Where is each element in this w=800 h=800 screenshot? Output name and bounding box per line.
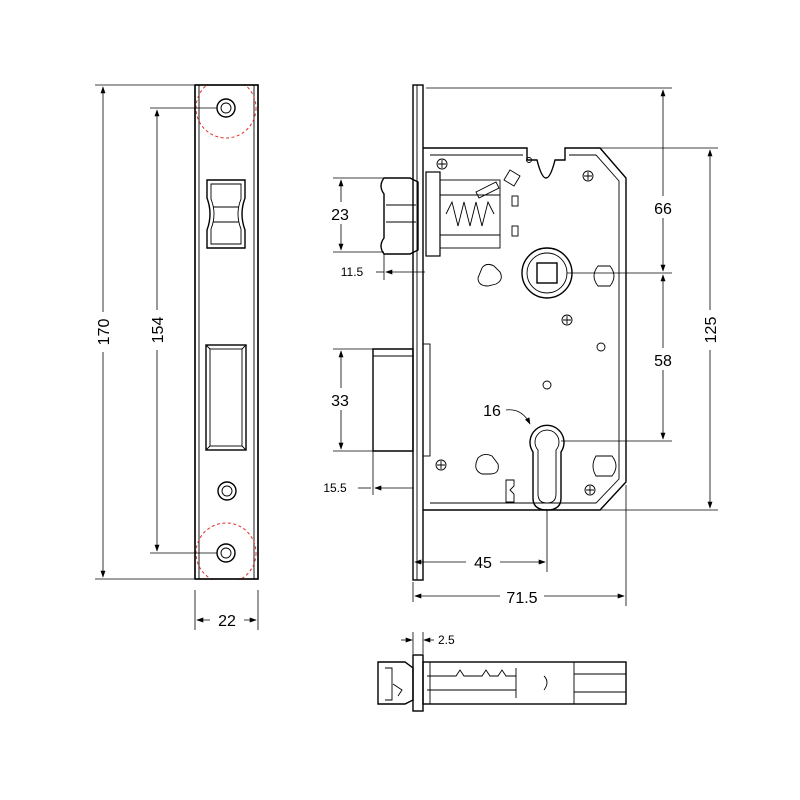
lock-body-side-view	[372, 84, 627, 581]
deadbolt-window	[205, 344, 247, 451]
case-slots	[475, 263, 617, 503]
label-deadbolt-throw: 15.5	[323, 481, 347, 495]
top-view-faceplate	[412, 654, 424, 712]
dimension-spindle-to-top: 66	[426, 87, 680, 274]
label-overall-height: 170	[96, 319, 113, 346]
dimension-case-height: 125	[600, 147, 724, 511]
dimension-screw-pitch: 154	[145, 107, 217, 554]
latch-spring	[445, 200, 495, 227]
dimension-overall-height: 170	[90, 84, 194, 580]
dimension-spindle-to-cylinder: 58	[561, 274, 680, 442]
latch-housing	[425, 171, 441, 257]
dimension-backset: 45	[412, 510, 548, 602]
faceplate-outline	[194, 84, 259, 580]
faceplate-edge	[412, 84, 424, 581]
middle-screw-hole	[217, 481, 237, 501]
label-latch-throw: 11.5	[341, 265, 364, 279]
dimension-faceplate-width: 22	[194, 590, 259, 630]
label-case-height: 125	[703, 317, 720, 344]
dimension-latch-throw: 11.5	[341, 254, 425, 280]
dimension-cylinder-width: 16	[483, 403, 531, 425]
dimension-deadbolt-height: 33	[324, 348, 373, 452]
case-screws	[435, 157, 596, 496]
cylinder-keyhole	[529, 424, 565, 511]
deadbolt	[372, 343, 431, 457]
label-case-depth: 71.5	[506, 590, 537, 607]
label-latch-height: 23	[331, 207, 349, 224]
spindle-hub	[521, 247, 573, 299]
dimension-faceplate-thickness: 2.5	[401, 632, 455, 654]
label-spindle-to-cylinder: 58	[654, 353, 672, 370]
dimension-case-depth: 71.5	[414, 485, 627, 607]
faceplate-front-view	[194, 77, 259, 584]
top-view-case	[422, 661, 627, 705]
label-screw-pitch: 154	[150, 317, 167, 344]
label-spindle-to-top: 66	[654, 201, 672, 218]
label-backset: 45	[474, 555, 492, 572]
dimension-latch-height: 23	[324, 177, 384, 253]
latch-bolt	[380, 169, 521, 257]
lock-case-outline	[423, 147, 627, 511]
label-cylinder-width: 16	[483, 403, 501, 420]
label-deadbolt-height: 33	[331, 393, 349, 410]
latch-tail	[439, 179, 501, 249]
latch-window	[206, 179, 246, 249]
label-faceplate-width: 22	[218, 613, 236, 630]
lock-top-view	[377, 654, 627, 712]
dimension-deadbolt-throw: 15.5	[323, 451, 413, 495]
top-view-latch	[377, 661, 414, 705]
label-faceplate-thickness: 2.5	[438, 633, 455, 647]
